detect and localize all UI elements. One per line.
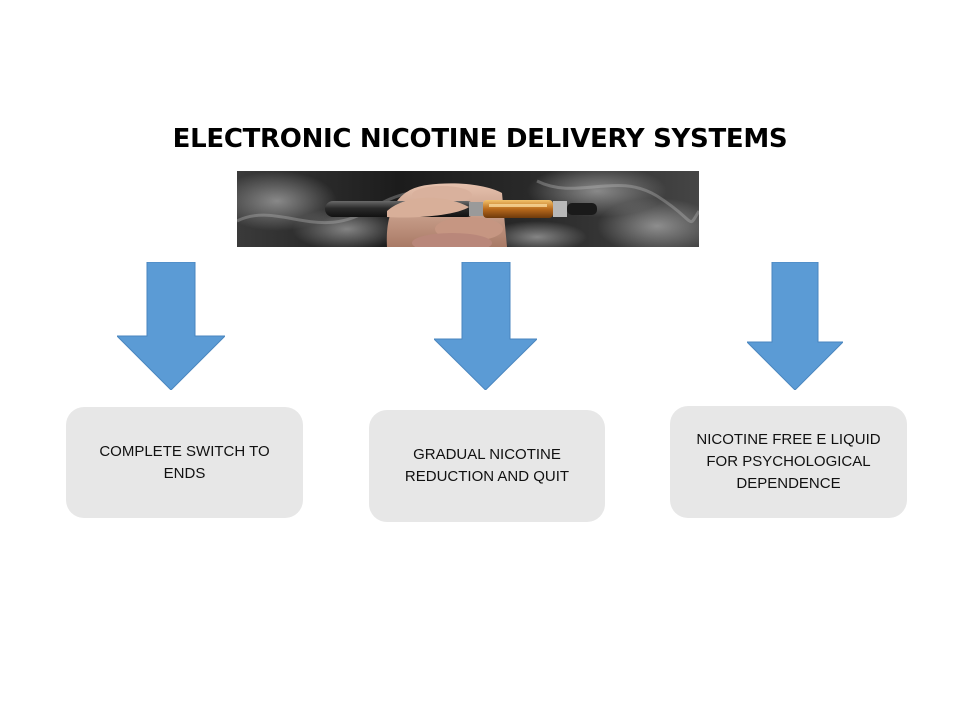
option-label: NICOTINE FREE E LIQUID FOR PSYCHOLOGICAL… bbox=[696, 431, 881, 492]
down-arrow-icon bbox=[747, 262, 843, 390]
option-label: COMPLETE SWITCH TO ENDS bbox=[99, 442, 270, 482]
option-box-gradual-reduction: GRADUAL NICOTINE REDUCTION AND QUIT bbox=[369, 410, 605, 522]
e-cigarette-photo bbox=[237, 171, 699, 247]
option-label: GRADUAL NICOTINE REDUCTION AND QUIT bbox=[404, 446, 570, 485]
option-box-nicotine-free: NICOTINE FREE E LIQUID FOR PSYCHOLOGICAL… bbox=[670, 406, 907, 518]
down-arrow-icon bbox=[434, 262, 537, 390]
down-arrow-icon bbox=[117, 262, 225, 390]
option-box-complete-switch: COMPLETE SWITCH TO ENDS bbox=[66, 407, 303, 518]
diagram-title: ELECTRONIC NICOTINE DELIVERY SYSTEMS bbox=[172, 124, 788, 154]
